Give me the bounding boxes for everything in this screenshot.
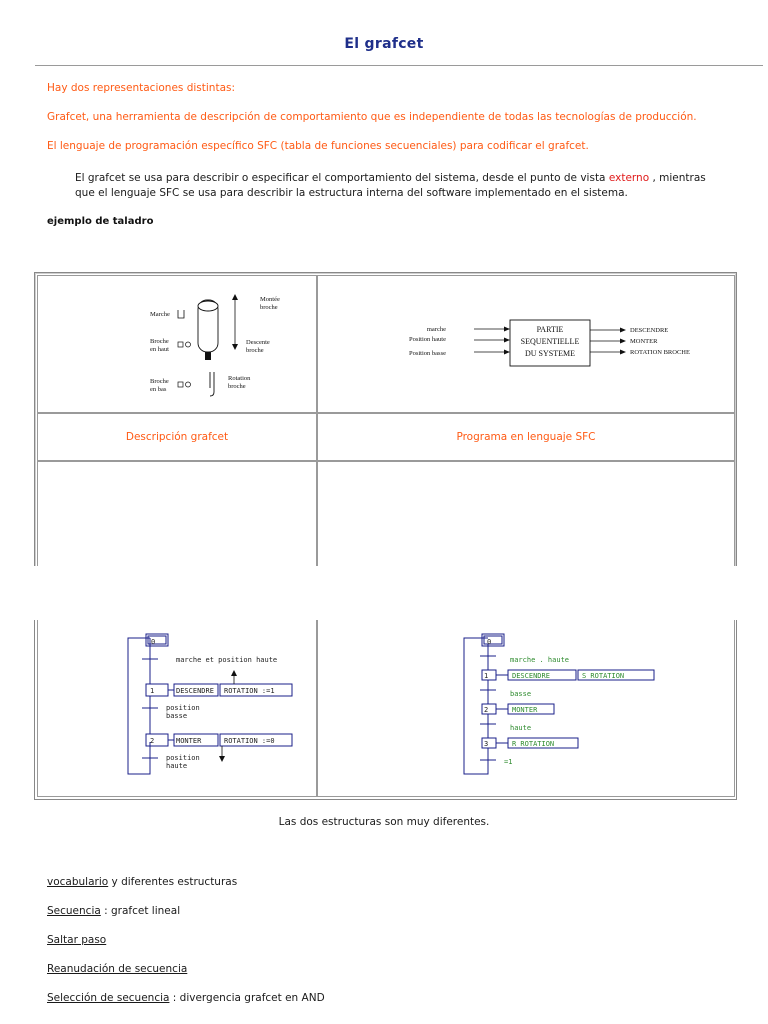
sequential-part-box xyxy=(509,319,591,367)
paragraph-highlight: externo xyxy=(608,172,650,184)
sensor-haut-icon xyxy=(177,341,184,348)
block-diagram-cell: marche Position haute Position basse PAR… xyxy=(317,275,735,413)
grafcet-action-1b: ROTATION :=1 xyxy=(224,687,275,695)
box-line-3: DU SYSTEME xyxy=(525,349,575,358)
sfc-step-1: 1 xyxy=(484,672,488,680)
sfc-step-2: 2 xyxy=(484,706,488,714)
label-broche-haut-2: en haut xyxy=(150,346,169,353)
grafcet-action-2b: ROTATION :=0 xyxy=(224,737,275,745)
label-rotation-1: Rotation xyxy=(228,375,251,382)
sfc-transition-3: =1 xyxy=(504,758,512,766)
machine-diagram-cell: Marche Montée broche Descente broche Bro… xyxy=(37,275,317,413)
caption-grafcet: Descripción grafcet xyxy=(37,413,317,461)
grafcet-transition-1a: position xyxy=(166,704,200,712)
input-position-haute: Position haute xyxy=(409,336,446,343)
sfc-action-r-rotation: R ROTATION xyxy=(512,740,554,748)
sfc-step-3: 3 xyxy=(484,740,488,748)
sfc-step-0: 0 xyxy=(487,638,491,646)
link-reanudacion[interactable]: Reanudación de secuencia xyxy=(47,963,188,975)
link-vocabulario[interactable]: vocabulario xyxy=(47,876,109,888)
link-row-secuencia: Secuencia : grafcet lineal xyxy=(47,905,180,917)
output-rotation-broche: ROTATION BROCHE xyxy=(630,349,690,356)
intro-line-3: El lenguaje de programación específico S… xyxy=(47,140,589,152)
output-monter: MONTER xyxy=(630,338,658,345)
page-break-gap xyxy=(30,566,742,620)
label-descente-1: Descente xyxy=(246,339,270,346)
grafcet-transition-0: marche et position haute xyxy=(176,656,277,664)
label-marche: Marche xyxy=(150,311,170,318)
link-seleccion[interactable]: Selección de secuencia xyxy=(47,992,170,1004)
intro-line-2: Grafcet, una herramienta de descripción … xyxy=(47,111,697,123)
grafcet-diagram-cell: 0 1 2 marche et position haute DESCENDRE… xyxy=(37,620,317,797)
diagram-table-bottom: 0 1 2 marche et position haute DESCENDRE… xyxy=(34,620,737,800)
sfc-transition-2: haute xyxy=(510,724,531,732)
link-row-seleccion: Selección de secuencia : divergencia gra… xyxy=(47,992,325,1004)
link-text-seleccion: : divergencia grafcet en AND xyxy=(169,992,325,1004)
page-title: El grafcet xyxy=(344,36,424,52)
grafcet-action-1a: DESCENDRE xyxy=(176,687,214,695)
sensor-bas-icon xyxy=(177,381,184,388)
title-divider xyxy=(35,65,763,66)
label-broche-haut-1: Broche xyxy=(150,338,169,345)
input-marche: marche xyxy=(427,326,446,333)
link-text-secuencia: : grafcet lineal xyxy=(100,905,181,917)
grafcet-action-2a: MONTER xyxy=(176,737,202,745)
box-line-2: SEQUENTIELLE xyxy=(521,337,580,346)
grafcet-transition-2a: position xyxy=(166,754,200,762)
paragraph-part-1: El grafcet se usa para describir o espec… xyxy=(75,172,609,184)
drill-machine-diagram: Marche Montée broche Descente broche Bro… xyxy=(150,294,280,397)
output-descendre: DESCENDRE xyxy=(630,327,668,334)
box-line-1: PARTIE xyxy=(537,325,564,334)
sfc-transition-0: marche . haute xyxy=(510,656,569,664)
marche-switch-icon xyxy=(177,310,185,319)
label-montee-2: broche xyxy=(260,304,278,311)
label-montee-1: Montée xyxy=(260,296,280,303)
example-heading: ejemplo de taladro xyxy=(47,216,154,227)
diagram-table-top: Marche Montée broche Descente broche Bro… xyxy=(34,272,737,573)
link-text-vocabulario: y diferentes estructuras xyxy=(108,876,238,888)
sfc-action-descendre: DESCENDRE xyxy=(512,672,550,680)
structures-footnote: Las dos estructuras son muy diferentes. xyxy=(278,816,490,828)
grafcet-transition-1b: basse xyxy=(166,712,187,720)
paragraph-part-2: , mientras que el lenguaje SFC se usa pa… xyxy=(75,172,706,199)
link-saltar-paso[interactable]: Saltar paso xyxy=(47,934,107,946)
input-position-basse: Position basse xyxy=(409,350,446,357)
grafcet-cell-top xyxy=(37,461,317,573)
grafcet-diagram: 0 1 2 marche et position haute DESCENDRE… xyxy=(127,633,293,775)
sfc-diagram: 0 1 2 3 marche . haute DESCENDRE S ROTAT… xyxy=(463,633,655,775)
grafcet-step-0: 0 xyxy=(151,638,155,646)
sfc-diagram-cell: 0 1 2 3 marche . haute DESCENDRE S ROTAT… xyxy=(317,620,735,797)
grafcet-step-1: 1 xyxy=(150,687,154,695)
sfc-action-s-rotation: S ROTATION xyxy=(582,672,624,680)
grafcet-paragraph: El grafcet se usa para describir o espec… xyxy=(75,171,715,201)
label-descente-2: broche xyxy=(246,347,264,354)
link-row-saltar-paso: Saltar paso xyxy=(47,934,106,946)
rotation-arrow-icon xyxy=(209,372,215,397)
label-broche-bas-1: Broche xyxy=(150,378,169,385)
sfc-action-monter: MONTER xyxy=(512,706,538,714)
link-row-reanudacion: Reanudación de secuencia xyxy=(47,963,187,975)
sfc-cell-top xyxy=(317,461,735,573)
grafcet-step-2: 2 xyxy=(150,737,154,745)
label-rotation-2: broche xyxy=(228,383,246,390)
sequential-block-diagram: marche Position haute Position basse PAR… xyxy=(409,319,690,367)
label-broche-bas-2: en bas xyxy=(150,386,167,393)
link-secuencia[interactable]: Secuencia xyxy=(47,905,101,917)
link-row-vocabulario: vocabulario y diferentes estructuras xyxy=(47,876,237,888)
drill-chuck xyxy=(205,352,211,360)
caption-sfc: Programa en lenguaje SFC xyxy=(317,413,735,461)
grafcet-transition-2b: haute xyxy=(166,762,187,770)
sfc-transition-1: basse xyxy=(510,690,531,698)
intro-line-1: Hay dos representaciones distintas: xyxy=(47,82,236,94)
